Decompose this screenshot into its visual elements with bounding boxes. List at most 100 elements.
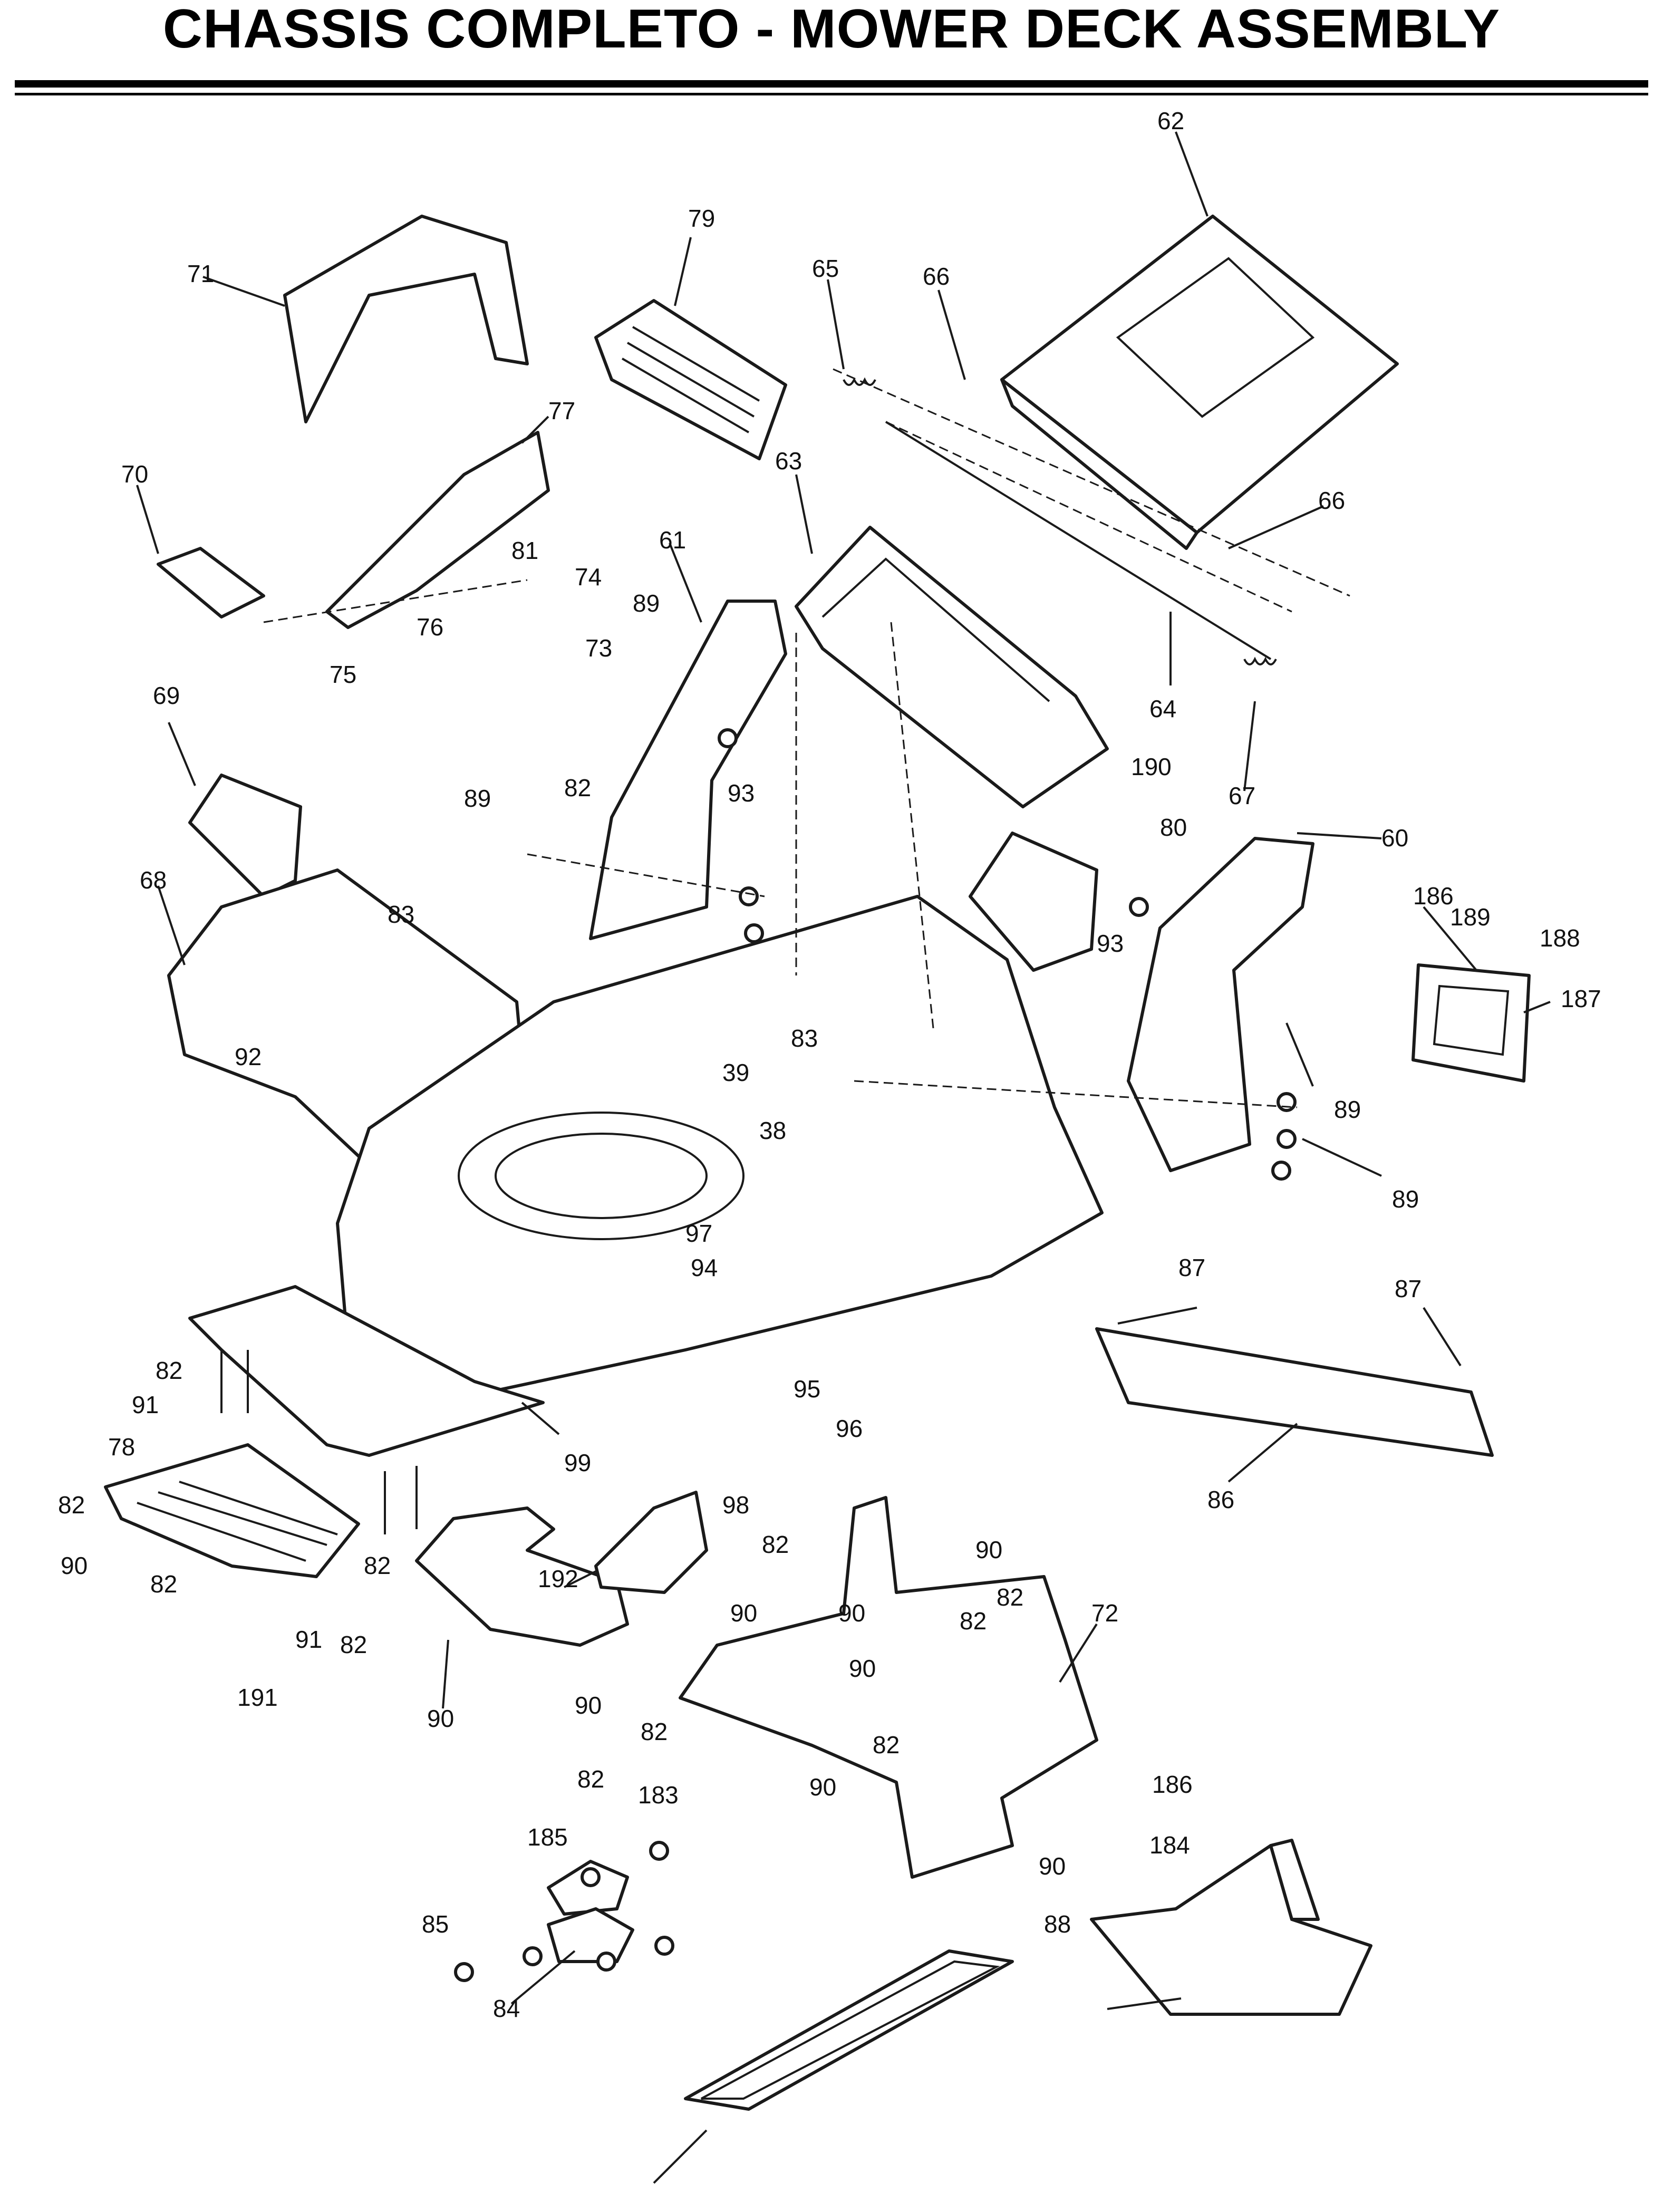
part-80-mount-block (969, 832, 1098, 972)
callout-label: 91 (295, 1626, 322, 1653)
callout-label: 82 (762, 1531, 789, 1558)
callout-label: 82 (997, 1583, 1023, 1611)
callout-label: 73 (585, 634, 612, 662)
callout-label: 87 (1178, 1254, 1205, 1281)
part-61-left-bracket (589, 600, 787, 940)
leader-lines (136, 131, 1551, 2184)
callout-label: 64 (1149, 695, 1176, 722)
part-191-blade (415, 1506, 629, 1647)
callout-label: 89 (1334, 1096, 1361, 1123)
part-78-front-plate (104, 1443, 360, 1578)
callout-label: 90 (61, 1552, 88, 1579)
callout-label: 95 (794, 1375, 820, 1403)
callout-label: 94 (691, 1254, 718, 1281)
callout-label: 69 (153, 682, 180, 709)
callout-label: 82 (150, 1570, 177, 1598)
callout-label: 90 (849, 1655, 876, 1682)
part-86-rear-flap (1095, 1327, 1494, 1457)
part-79-grill (594, 299, 787, 460)
part-84-belt (684, 1949, 1014, 2111)
title-rule-thin (15, 93, 1648, 95)
callout-label: 98 (722, 1491, 749, 1519)
hardware-fasteners (220, 728, 1297, 1982)
callout-label: 89 (464, 785, 491, 812)
callout-label: 70 (121, 460, 148, 488)
callout-label: 99 (564, 1449, 591, 1476)
callout-label: 80 (1160, 814, 1187, 841)
callout-label: 184 (1149, 1831, 1190, 1859)
callout-label: 81 (511, 537, 538, 564)
callout-label: 82 (340, 1631, 367, 1658)
callout-label: 66 (1318, 487, 1345, 514)
part-70-cover-plate (157, 547, 265, 619)
callout-label: 185 (527, 1823, 568, 1851)
callout-label: 86 (1207, 1486, 1234, 1513)
part-77-front-bumper (325, 431, 550, 629)
callout-label: 82 (156, 1357, 182, 1384)
callout-label: 90 (730, 1599, 757, 1627)
callout-label: 189 (1450, 903, 1491, 931)
callout-label: 89 (633, 590, 660, 617)
callout-label: 82 (577, 1765, 604, 1793)
callout-label: 87 (1395, 1275, 1422, 1302)
assembly-guide-lines (263, 368, 1350, 1108)
callout-label: 90 (427, 1705, 454, 1732)
callout-label: 76 (417, 613, 443, 641)
callout-label: 187 (1561, 985, 1601, 1012)
callout-label: 68 (140, 866, 167, 894)
callout-label: 82 (564, 774, 591, 801)
title-rule-thick (15, 80, 1648, 88)
callout-label: 83 (791, 1025, 818, 1052)
callout-label: 96 (836, 1415, 863, 1442)
callout-label: 74 (575, 563, 602, 591)
callout-label: 39 (722, 1059, 749, 1086)
callout-label: 92 (235, 1043, 262, 1070)
callout-label: 192 (538, 1565, 578, 1592)
callout-label: 82 (641, 1718, 668, 1745)
callout-label: 90 (575, 1692, 602, 1719)
part-69-front-grip (188, 774, 302, 898)
part-187-plate (1411, 963, 1531, 1083)
part-64-hinge-rod (843, 377, 1277, 665)
callout-label: 61 (659, 526, 686, 554)
part-63-rear-chute (795, 526, 1109, 808)
callout-label: 89 (1392, 1185, 1419, 1213)
callout-label: 97 (685, 1220, 712, 1247)
callout-label: 67 (1229, 782, 1255, 809)
callout-label: 83 (388, 901, 414, 928)
part-60-right-bracket (1127, 837, 1314, 1172)
callout-label: 90 (838, 1599, 865, 1627)
callout-label: 190 (1131, 753, 1172, 780)
callout-label: 88 (1044, 1910, 1071, 1938)
callout-label: 93 (1097, 930, 1124, 957)
part-192-adapter (594, 1491, 708, 1594)
callout-label: 38 (759, 1117, 786, 1144)
callout-label: 186 (1413, 882, 1454, 910)
callout-label: 90 (1039, 1852, 1066, 1880)
callout-label: 90 (809, 1773, 836, 1801)
callout-labels: 62 79 71 65 66 77 70 63 66 81 74 61 89 7… (58, 107, 1601, 2022)
part-99-skid-plate (188, 1285, 545, 1457)
callout-label: 62 (1157, 107, 1184, 134)
callout-label: 82 (58, 1491, 85, 1519)
callout-label: 90 (975, 1536, 1002, 1563)
callout-label: 78 (108, 1433, 135, 1461)
part-85-side-cover (1090, 1839, 1372, 2016)
callout-label: 75 (330, 661, 356, 688)
callout-label: 186 (1152, 1771, 1193, 1798)
callout-label: 82 (873, 1731, 900, 1759)
callout-label: 79 (688, 205, 715, 232)
callout-label: 82 (960, 1607, 987, 1635)
callout-label: 65 (812, 255, 839, 282)
callout-label: 188 (1540, 924, 1580, 952)
part-71-rear-frame (283, 215, 529, 423)
callout-label: 183 (638, 1781, 679, 1809)
callout-label: 72 (1091, 1599, 1118, 1627)
callout-label: 71 (187, 260, 214, 287)
callout-label: 91 (132, 1391, 159, 1418)
callout-label: 85 (422, 1910, 449, 1938)
callout-label: 84 (493, 1995, 520, 2022)
callout-label: 82 (364, 1552, 391, 1579)
callout-label: 60 (1381, 824, 1408, 852)
